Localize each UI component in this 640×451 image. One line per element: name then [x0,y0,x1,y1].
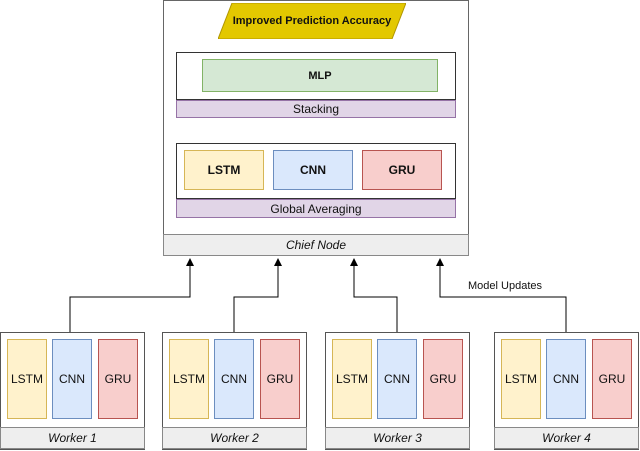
stacking-label: Stacking [176,100,456,118]
global-averaging-label: Global Averaging [176,199,456,218]
worker-2-gru-box: GRU [260,339,300,419]
worker-3-cnn-box: CNN [377,339,417,419]
worker-1-cnn-box: CNN [52,339,92,419]
worker-2-lstm-box: LSTM [169,339,209,419]
worker-4-gru-box: GRU [592,339,632,419]
worker-1-label: Worker 1 [0,427,145,449]
worker-1-gru-box: GRU [98,339,138,419]
output-label: Improved Prediction Accuracy [232,15,392,27]
worker-3-label: Worker 3 [325,427,470,449]
worker-2-cnn-box: CNN [214,339,254,419]
mlp-box: MLP [202,59,438,92]
worker-4-cnn-box: CNN [546,339,586,419]
arrow-worker-4 [436,258,567,332]
arrow-worker-2 [233,258,282,332]
worker-2-label: Worker 2 [162,427,307,449]
chief-gru-box: GRU [362,150,442,190]
worker-4-label: Worker 4 [494,427,639,449]
worker-3-lstm-box: LSTM [332,339,372,419]
worker-1-lstm-box: LSTM [7,339,47,419]
worker-4-lstm-box: LSTM [501,339,541,419]
chief-cnn-box: CNN [273,150,353,190]
worker-3-gru-box: GRU [423,339,463,419]
chief-lstm-box: LSTM [184,150,264,190]
arrow-worker-1 [69,258,194,332]
output-shape [218,3,406,39]
model-updates-label: Model Updates [466,280,544,292]
arrow-worker-3 [350,258,398,332]
chief-node-label: Chief Node [163,234,469,256]
